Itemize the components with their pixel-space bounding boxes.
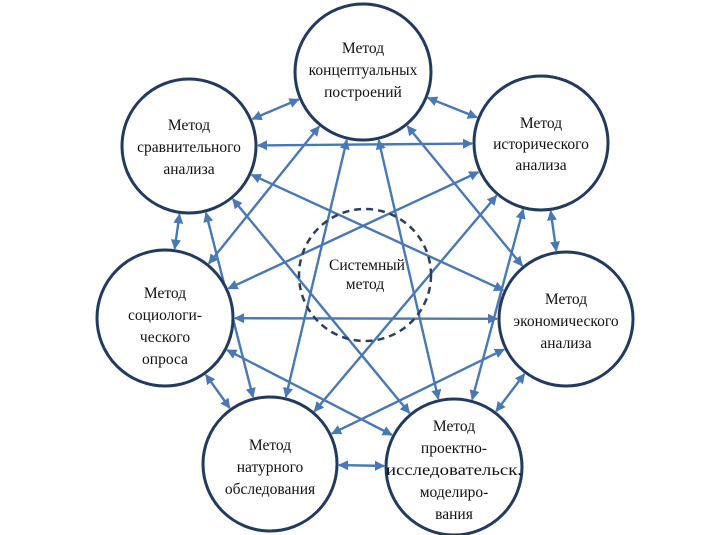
connection-arrows xyxy=(170,96,561,471)
node-label-line: построений xyxy=(324,84,402,101)
arrow-field-survey-to-sociological xyxy=(204,373,231,409)
arrow-economic-to-design-research xyxy=(495,373,526,413)
node-label-line: Метод xyxy=(342,40,384,57)
node-label-line: обследования xyxy=(225,481,315,498)
node-label-line: опроса xyxy=(142,351,188,368)
node-label-line: сравнительного xyxy=(137,139,241,156)
node-circle xyxy=(472,74,610,212)
node-label-line: ческого xyxy=(140,329,190,346)
node-economic-method: Метод экономического анализа xyxy=(497,250,635,388)
arrow-design-research-to-comparative xyxy=(231,198,411,414)
arrow-design-research-to-field-survey xyxy=(337,460,386,471)
node-label-line: экономического xyxy=(513,313,618,330)
center-label-line-1: Системный xyxy=(329,257,405,274)
node-circle xyxy=(497,250,635,388)
node-label-line: Метод xyxy=(545,291,587,308)
arrow-historical-to-comparative xyxy=(256,138,474,151)
arrow-historical-to-economic xyxy=(546,210,561,252)
arrow-historical-to-field-survey xyxy=(313,194,498,413)
node-sociological-method: Метод социологи- ческого опроса xyxy=(95,248,235,388)
node-label-line: натурного xyxy=(237,459,304,476)
center-label-line-2: метод xyxy=(346,276,385,293)
node-circle xyxy=(120,77,258,215)
node-label-line: анализа xyxy=(163,161,214,178)
node-label-line: Метод xyxy=(520,115,562,132)
node-label-line: Метод xyxy=(249,437,291,454)
arrow-economic-to-sociological xyxy=(233,313,499,324)
node-circle xyxy=(201,395,339,533)
node-label-line: Метод xyxy=(168,117,210,134)
node-label-line: концептуальных xyxy=(309,62,418,79)
node-label-line: исторического xyxy=(493,136,589,153)
arrow-conceptual-to-comparative xyxy=(251,98,300,121)
arrow-sociological-to-comparative xyxy=(170,213,184,250)
node-circle xyxy=(95,248,235,388)
node-label-line: анализа xyxy=(540,335,591,352)
arrow-conceptual-to-historical xyxy=(427,96,478,119)
center-node: Системный метод xyxy=(297,207,433,343)
node-label-line: проектно- xyxy=(421,440,487,457)
node-label-line: социологи- xyxy=(128,307,202,324)
node-historical-method: Метод исторического анализа xyxy=(472,74,610,212)
center-circle xyxy=(297,207,433,343)
node-comparative-method: Метод сравнительного анализа xyxy=(120,77,258,215)
node-conceptual-method: Метод концептуальных построений xyxy=(293,2,433,142)
node-label-line: вания xyxy=(435,506,473,523)
node-label-line: исследовательск. xyxy=(386,462,522,479)
node-field-survey-method: Метод натурного обследования xyxy=(201,395,339,533)
node-label-line: Метод xyxy=(144,285,186,302)
node-label-line: Метод xyxy=(433,418,475,435)
node-circle xyxy=(293,2,433,142)
node-circle xyxy=(384,397,524,535)
node-label-line: анализа xyxy=(515,157,566,174)
node-design-research-method: Метод проектно- исследовательск. моделир… xyxy=(384,397,524,535)
node-label-line: моделиро- xyxy=(420,484,489,501)
